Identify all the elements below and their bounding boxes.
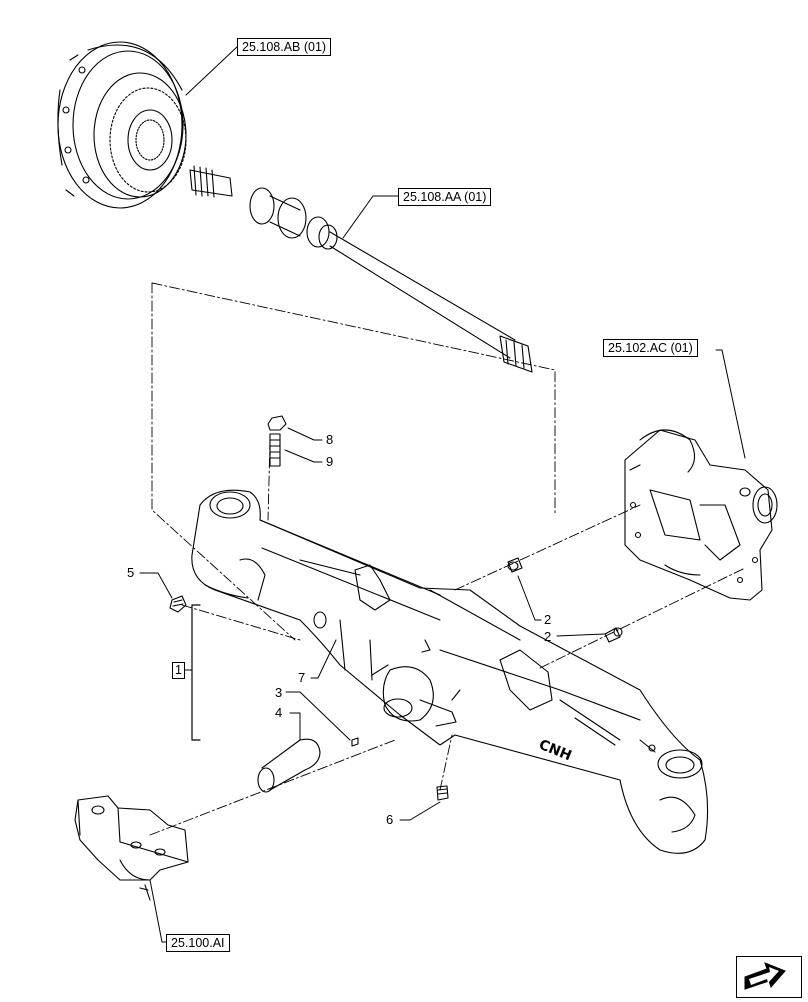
ref-box-25108ab[interactable]: 25.108.AB (01) [237,38,332,56]
axle-brand-mark: CNH [537,737,574,764]
support-bracket [74,795,189,901]
callout-5: 5 [127,565,135,580]
dowel-pins [507,557,623,643]
group-bracket [191,604,201,741]
callout-8: 8 [326,432,334,447]
ref-box-25100ai[interactable]: 25.100.AI [166,934,230,952]
leader-lines [139,45,746,943]
callout-9: 9 [326,454,334,469]
ref-box-25102ac[interactable]: 25.102.AC (01) [603,339,698,357]
swivel-housing [624,429,778,601]
group-label-1: 1 [172,662,185,679]
planetary-hub-assembly [57,41,187,209]
callout-3: 3 [275,685,283,700]
grease-fitting-5 [169,595,187,613]
callout-2b: 2 [544,629,552,644]
fitting-6 [436,785,449,801]
assembly-centerlines [149,282,746,836]
callout-7: 7 [298,670,306,685]
pin-3 [351,737,359,747]
bushing-4 [257,738,321,793]
arrow-icon-graphic [744,962,786,990]
callout-4: 4 [275,705,283,720]
drive-shaft [189,165,533,373]
next-page-arrow-icon[interactable] [736,956,802,998]
ref-box-25108aa[interactable]: 25.108.AA (01) [398,188,492,206]
axle-housing [191,489,709,854]
stud-and-nut [267,415,287,467]
callout-2a: 2 [544,612,552,627]
callout-6: 6 [386,812,394,827]
